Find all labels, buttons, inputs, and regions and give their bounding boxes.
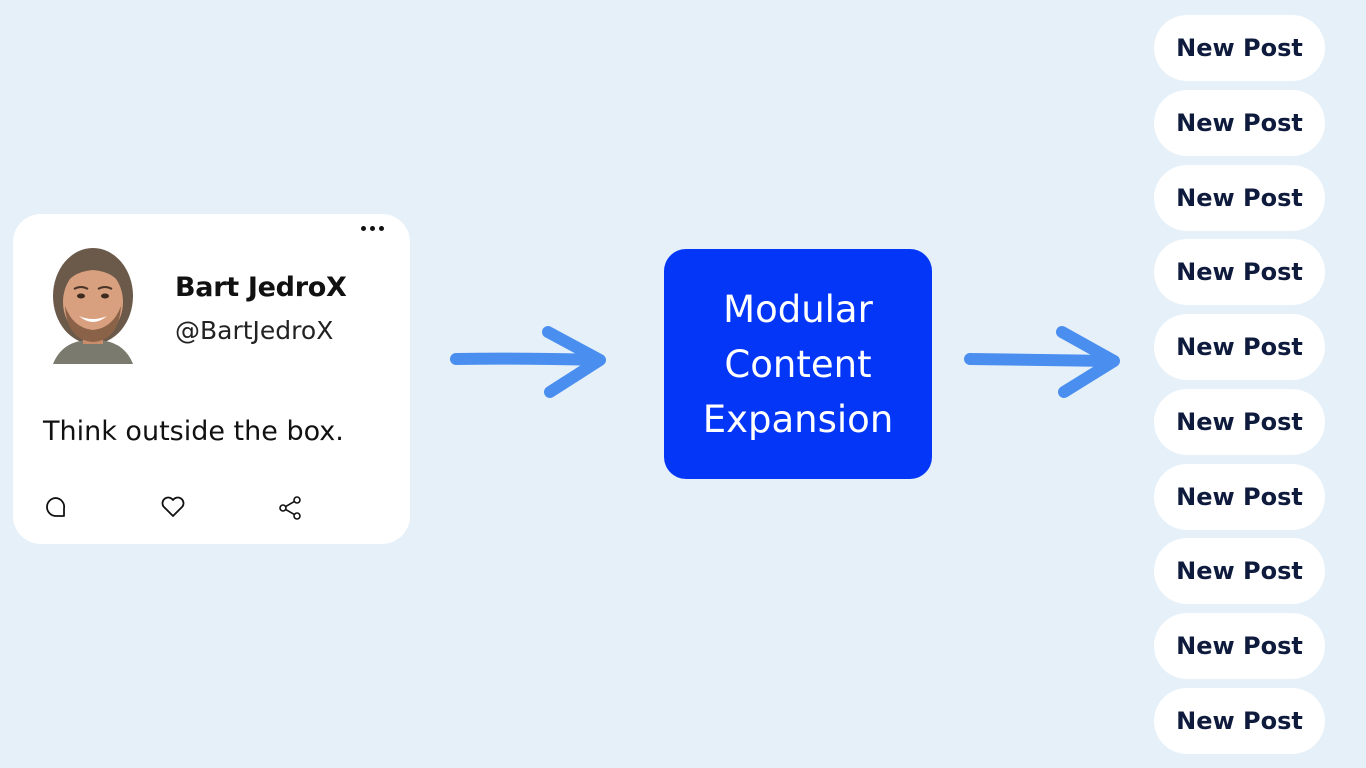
new-post-pill[interactable]: New Post (1154, 239, 1325, 305)
new-post-pill[interactable]: New Post (1154, 613, 1325, 679)
new-post-pill[interactable]: New Post (1154, 15, 1325, 81)
modular-content-expansion-box: Modular Content Expansion (664, 249, 932, 479)
source-post-card: Bart JedroX @BartJedroX Think outside th… (13, 214, 410, 544)
right-arrow-icon (964, 326, 1120, 398)
post-text: Think outside the box. (43, 416, 344, 447)
new-post-pill[interactable]: New Post (1154, 688, 1325, 754)
new-post-pill[interactable]: New Post (1154, 90, 1325, 156)
new-post-pill[interactable]: New Post (1154, 165, 1325, 231)
new-post-pill[interactable]: New Post (1154, 464, 1325, 530)
comment-bubble-icon[interactable] (44, 495, 72, 523)
module-label: Modular Content Expansion (702, 287, 894, 441)
new-post-pill[interactable]: New Post (1154, 314, 1325, 380)
right-arrow-icon (450, 326, 606, 398)
new-post-pill[interactable]: New Post (1154, 389, 1325, 455)
heart-icon[interactable] (160, 495, 188, 523)
user-handle: @BartJedroX (175, 316, 334, 345)
more-dots-icon[interactable] (361, 226, 384, 231)
share-icon[interactable] (278, 495, 306, 523)
avatar (53, 248, 133, 364)
new-post-pill[interactable]: New Post (1154, 538, 1325, 604)
user-name: Bart JedroX (175, 272, 347, 303)
